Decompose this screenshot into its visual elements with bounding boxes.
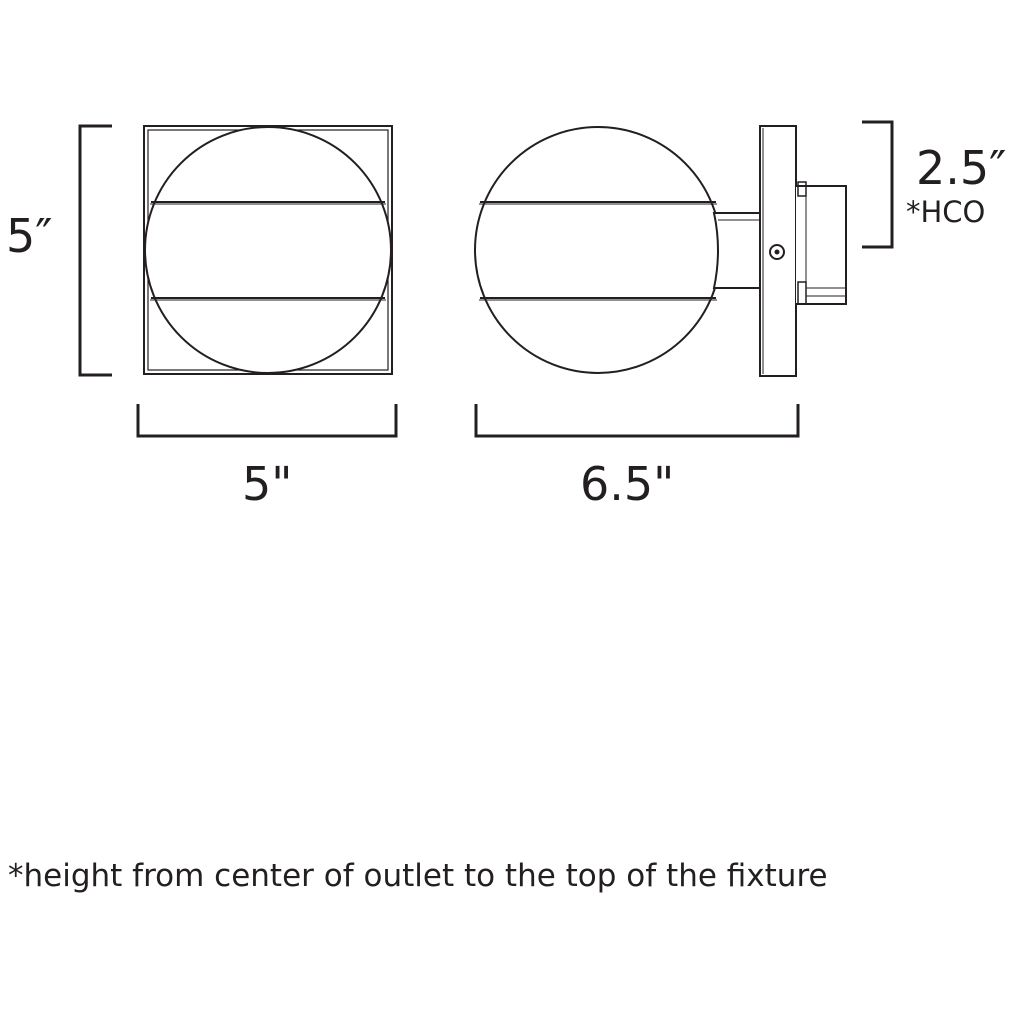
side-junction-box [796,185,847,305]
hco-value-label: 2.5″ [916,141,1006,195]
footnote: *height from center of outlet to the top… [8,858,828,894]
front-view [143,125,393,375]
hco-label: *HCO [906,195,985,229]
front-height-bracket [78,124,112,377]
side-depth-bracket [474,404,800,438]
hco-bracket [862,120,894,249]
side-view [474,125,847,377]
side-globe [474,126,722,374]
side-junction-clip-bottom [797,281,807,305]
side-junction-clip-top [797,181,807,197]
side-depth-label: 6.5" [580,457,674,511]
front-width-bracket [136,404,398,438]
front-width-label: 5" [242,457,292,511]
front-height-label: 5″ [6,209,52,263]
side-screw-center [774,249,780,255]
side-arm [712,212,761,289]
front-globe [144,126,392,374]
